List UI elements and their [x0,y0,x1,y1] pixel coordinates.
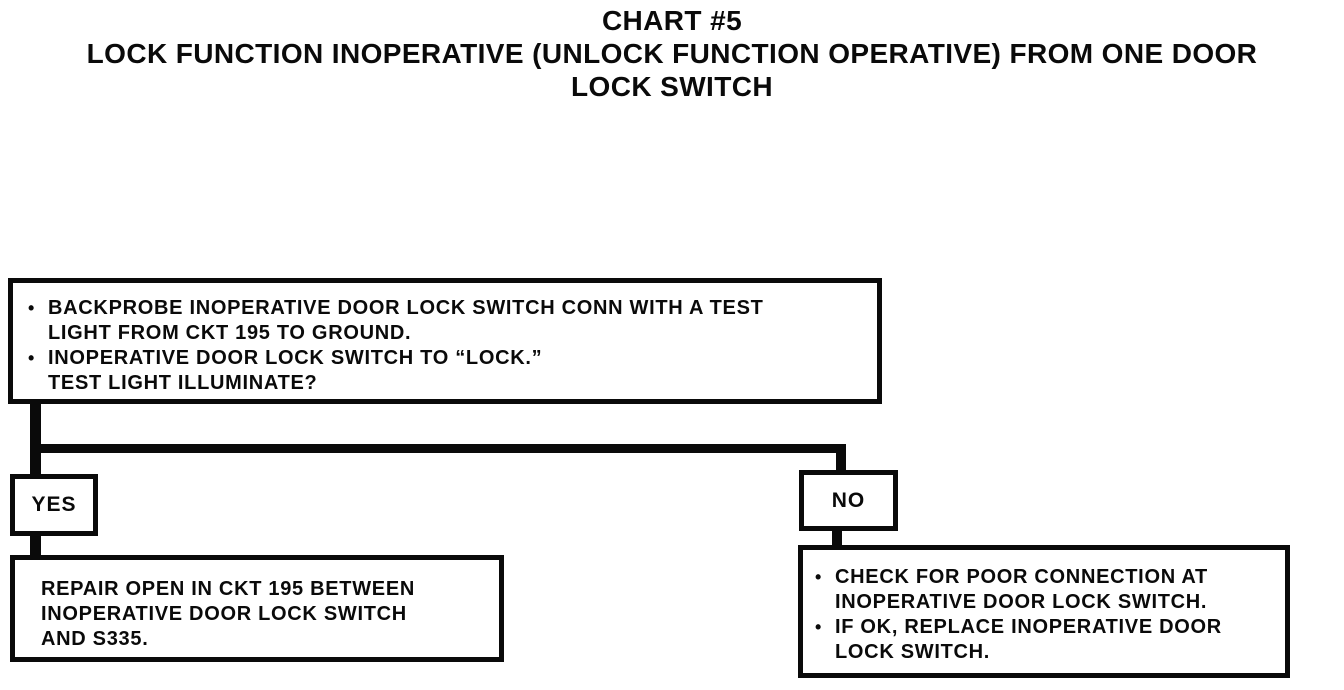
chart-title-line2: LOCK FUNCTION INOPERATIVE (UNLOCK FUNCTI… [86,38,1258,69]
no-result-box: • CHECK FOR POOR CONNECTION AT INOPERATI… [798,545,1290,678]
no-result-line: LOCK SWITCH. [835,641,991,663]
connector-branch-horizontal [30,444,846,453]
bullet-icon: • [815,617,823,637]
question-bullet-item: • BACKPROBE INOPERATIVE DOOR LOCK SWITCH… [28,296,867,346]
bullet-icon: • [28,298,36,318]
no-result-line: IF OK, REPLACE INOPERATIVE DOOR [835,616,1222,638]
connector-question-to-yes [30,402,41,475]
bullet-icon: • [28,348,36,368]
yes-branch-box: YES [10,474,98,536]
connector-branch-to-no [836,444,846,471]
chart-title-number: CHART #5 [601,5,743,36]
question-line: TEST LIGHT ILLUMINATE? [48,372,318,394]
connector-no-to-result [832,529,842,546]
yes-branch-label: YES [31,493,77,516]
question-line: INOPERATIVE DOOR LOCK SWITCH TO “LOCK.” [48,347,543,369]
yes-result-box: REPAIR OPEN IN CKT 195 BETWEEN INOPERATI… [10,555,504,662]
chart-title: CHART #5 LOCK FUNCTION INOPERATIVE (UNLO… [0,4,1344,103]
question-box: • BACKPROBE INOPERATIVE DOOR LOCK SWITCH… [8,278,882,404]
yes-result-line: INOPERATIVE DOOR LOCK SWITCH [41,603,407,625]
no-result-bullet-item: • IF OK, REPLACE INOPERATIVE DOOR LOCK S… [815,615,1275,665]
no-branch-label: NO [831,488,866,512]
connector-yes-to-result [30,534,41,556]
question-bullet-item: • INOPERATIVE DOOR LOCK SWITCH TO “LOCK.… [28,346,867,396]
no-branch-box: NO [799,470,898,531]
question-line: BACKPROBE INOPERATIVE DOOR LOCK SWITCH C… [48,297,764,319]
no-result-line: CHECK FOR POOR CONNECTION AT [835,566,1208,588]
no-result-line: INOPERATIVE DOOR LOCK SWITCH. [835,591,1208,613]
bullet-icon: • [815,567,823,587]
no-result-bullet-item: • CHECK FOR POOR CONNECTION AT INOPERATI… [815,565,1275,615]
chart-title-line3: LOCK SWITCH [571,71,773,102]
question-line: LIGHT FROM CKT 195 TO GROUND. [48,322,412,344]
yes-result-line: AND S335. [41,628,149,650]
yes-result-line: REPAIR OPEN IN CKT 195 BETWEEN [41,578,416,600]
